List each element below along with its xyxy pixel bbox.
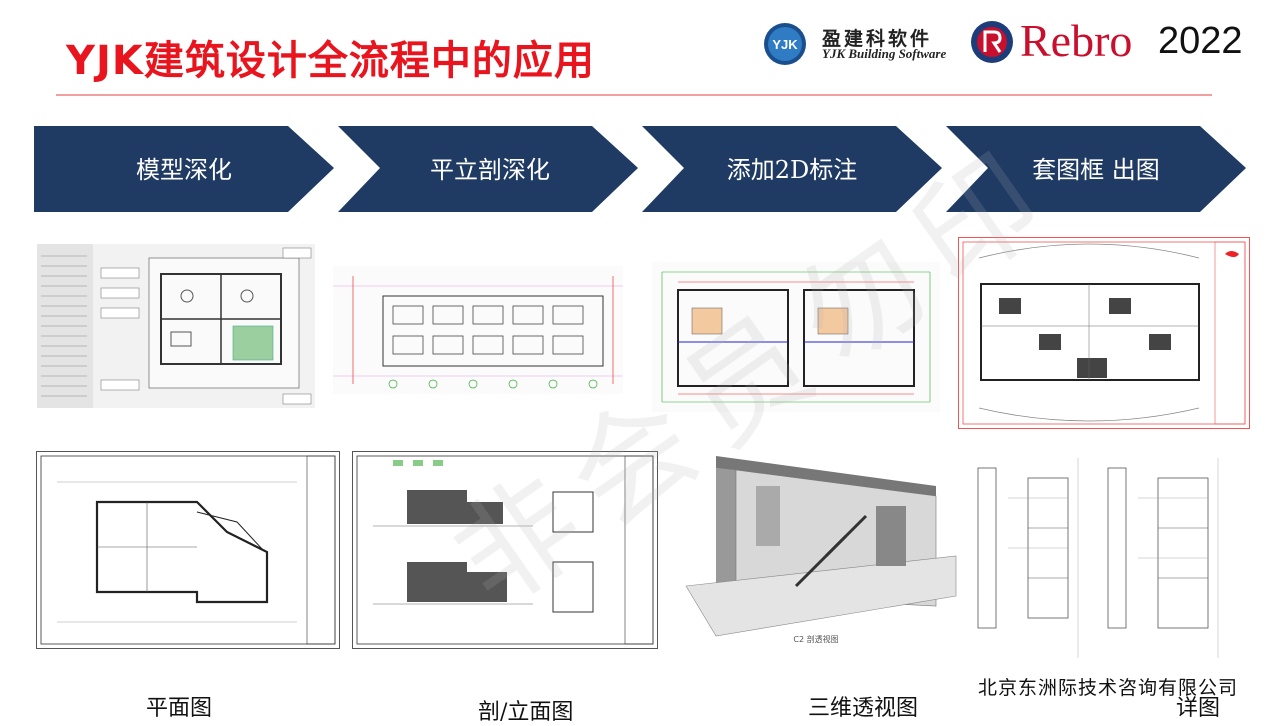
process-step-4-label: 套图框 出图 <box>1032 156 1160 184</box>
page-title: YJK建筑设计全流程中的应用 <box>66 38 595 84</box>
process-step-1-label: 模型深化 <box>136 156 232 184</box>
process-step-3-label: 添加2D标注 <box>726 156 858 184</box>
rebro-logo-text: Rebro <box>1020 15 1133 66</box>
company-name: 北京东洲际技术咨询有限公司 <box>978 677 1239 699</box>
perspective-sheet-caption: C2 剖透视图 <box>793 634 838 644</box>
annotated-plan-drawing <box>652 262 940 412</box>
caption-detail: 详图 <box>1176 696 1221 721</box>
process-arrows <box>34 126 1246 212</box>
section-elevation-sheet <box>352 451 658 649</box>
caption-perspective: 三维透视图 <box>808 696 919 721</box>
model-ui-screenshot <box>37 244 315 408</box>
rebro-logo-year: 2022 <box>1158 20 1243 62</box>
detail-drawing <box>968 458 1250 658</box>
process-step-2-label: 平立剖深化 <box>430 156 550 184</box>
3d-section-perspective: C2 剖透视图 <box>676 446 966 646</box>
framed-sheet-drawing <box>958 237 1250 429</box>
process-arrow-1 <box>34 126 334 212</box>
process-arrow-3 <box>642 126 942 212</box>
caption-plan: 平面图 <box>146 696 213 721</box>
yjk-logo-cn: 盈建科软件 <box>822 28 933 50</box>
process-arrow-2 <box>338 126 638 212</box>
rebro-logo-icon <box>971 21 1013 63</box>
plan-sheet <box>36 451 340 649</box>
elevation-drawing <box>333 266 623 394</box>
caption-section: 剖/立面图 <box>478 700 574 725</box>
title-underline <box>56 94 1212 96</box>
yjk-logo-en: YJK Building Software <box>822 46 947 61</box>
process-arrow-4 <box>946 126 1246 212</box>
yjk-logo-badge: YJK <box>772 37 798 52</box>
yjk-logo-icon: YJK <box>764 23 806 65</box>
